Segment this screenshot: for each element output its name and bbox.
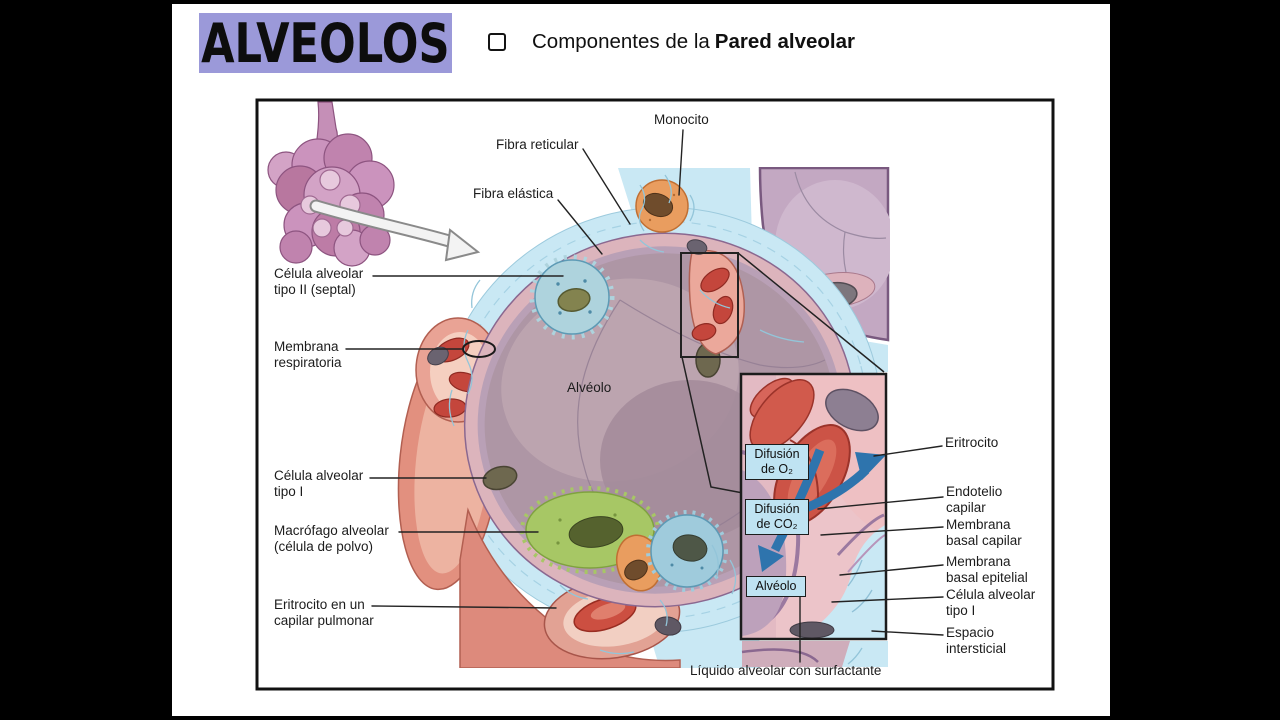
zoom-source-rect	[680, 252, 885, 494]
label-monocito: Monocito	[654, 112, 709, 127]
page-title: ALVEOLOS	[199, 12, 452, 75]
label-fibra-elastica: Fibra elástica	[473, 186, 554, 201]
type2-cell-lower	[646, 510, 728, 592]
label-liquido-alveolar: Líquido alveolar con surfactante	[690, 663, 882, 678]
label-eritrocito: Eritrocito	[945, 435, 999, 450]
monocyte-cell	[635, 179, 689, 233]
intro-arrow	[309, 199, 481, 262]
inset-box-difusion-o2: Difusión de O₂	[745, 444, 809, 480]
respiratory-membrane-annotation	[462, 340, 496, 358]
label-eritrocito-capilar: Eritrocito en un capilar pulmonar	[274, 597, 374, 628]
below-inset-strip	[741, 641, 888, 667]
bullet-square-icon	[488, 33, 506, 51]
septal-capillary	[686, 239, 745, 355]
label-celula-alveolar-tipo2: Célula alveolar tipo II (septal)	[274, 266, 364, 297]
alveolar-sac	[267, 101, 395, 267]
bullet-heading-bold: Pared alveolar	[714, 30, 855, 53]
bullet-heading-regular: Componentes de la	[532, 30, 710, 53]
label-celula-alveolar-tipo1: Célula alveolar tipo I	[274, 468, 364, 499]
label-endotelio-capilar: Endotelio capilar	[946, 484, 1003, 515]
label-espacio-intersticial: Espacio intersticial	[946, 625, 1007, 656]
label-celula-alveolar-tipo1-inset: Célula alveolar tipo I	[946, 587, 1036, 618]
leader-lines	[345, 129, 944, 663]
label-membrana-basal-epitelial: Membrana basal epitelial	[946, 554, 1028, 585]
label-fibra-reticular: Fibra reticular	[496, 137, 579, 152]
inset-box-alveolo: Alvéolo	[746, 576, 806, 597]
inset-box-difusion-co2: Difusión de CO₂	[745, 499, 809, 535]
fibre-squiggles	[448, 174, 805, 655]
label-macrofago-alveolar: Macrófago alveolar (célula de polvo)	[274, 523, 389, 554]
type2-alveolar-cell	[529, 254, 615, 340]
figure-frame	[255, 98, 1055, 691]
label-membrana-basal-capilar: Membrana basal capilar	[946, 517, 1022, 548]
label-alveolo: Alvéolo	[567, 380, 612, 395]
label-membrana-respiratoria: Membrana respiratoria	[274, 339, 342, 370]
